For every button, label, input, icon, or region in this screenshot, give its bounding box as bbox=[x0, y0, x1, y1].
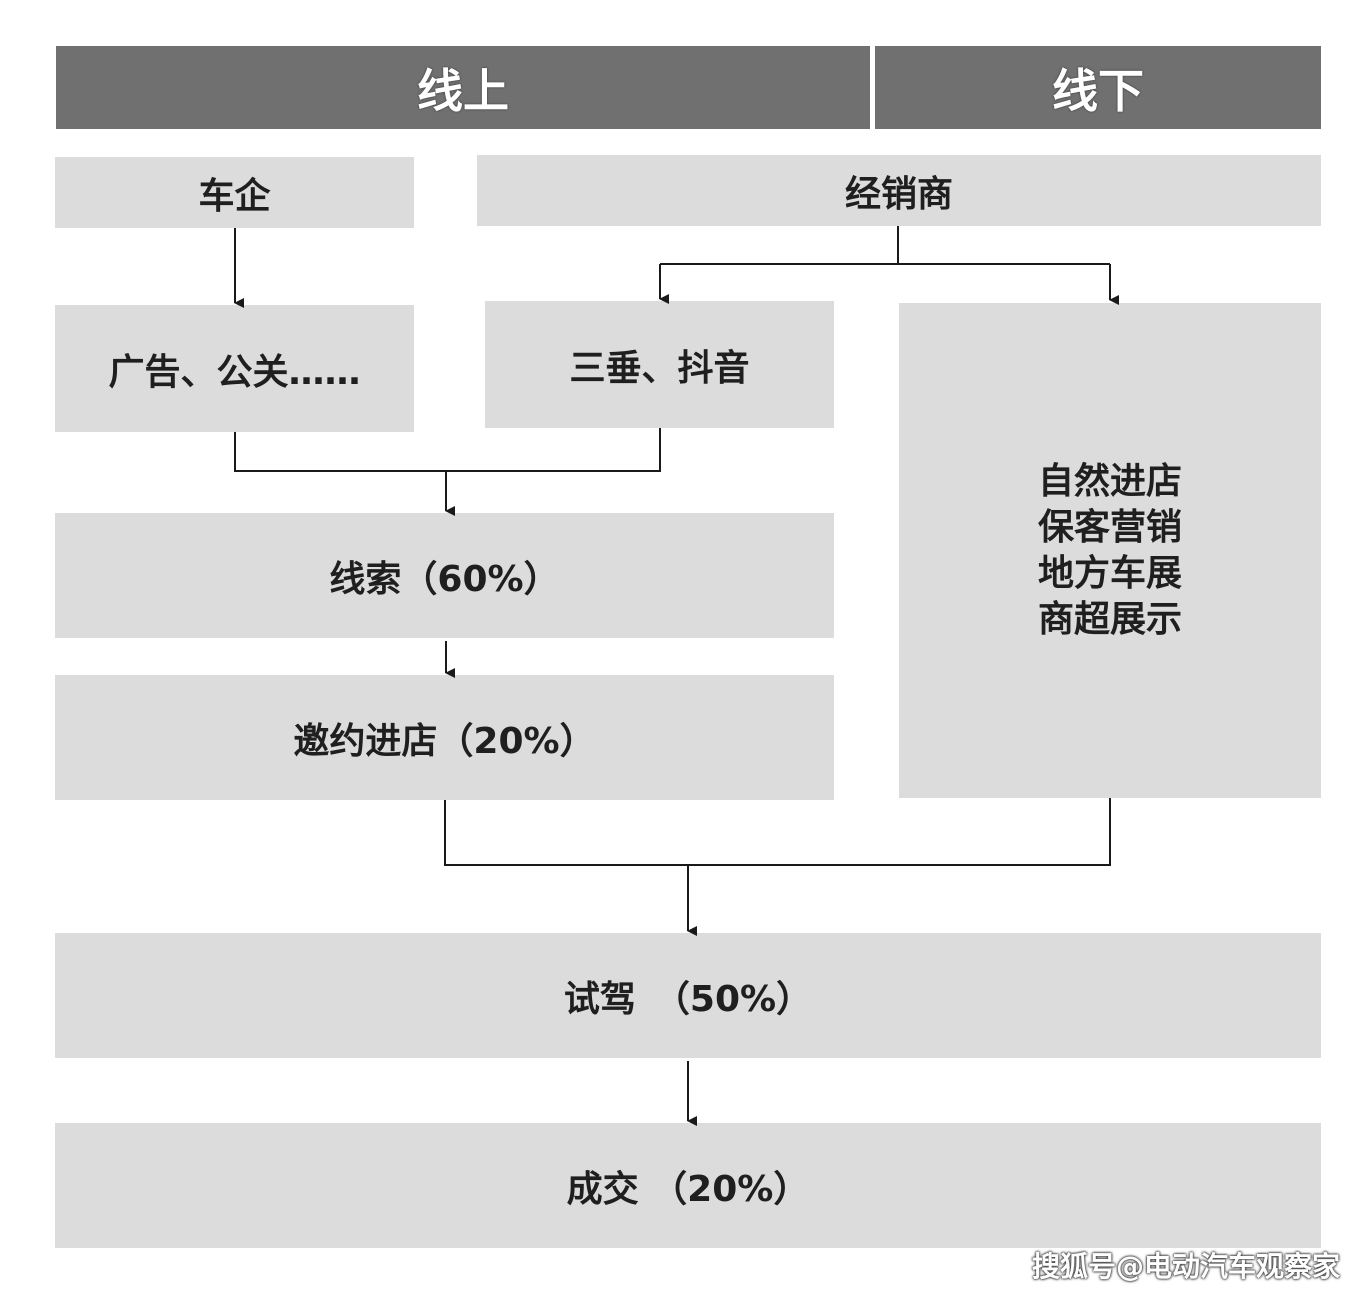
leads-box: 线索（60%） bbox=[55, 513, 834, 638]
offline-channels-box: 自然进店 保客营销 地方车展 商超展示 bbox=[899, 303, 1321, 798]
verticals-douyin-box: 三垂、抖音 bbox=[485, 301, 834, 428]
offline-channel-item: 保客营销 bbox=[1037, 506, 1182, 548]
line-dealer-split-left bbox=[660, 226, 899, 265]
deal-box: 成交 （20%） bbox=[55, 1123, 1321, 1248]
test-drive-box: 试驾 （50%） bbox=[55, 933, 1321, 1058]
automaker-box: 车企 bbox=[55, 157, 414, 228]
offline-channel-item: 商超展示 bbox=[1037, 598, 1182, 640]
header-online: 线上 bbox=[56, 46, 870, 129]
ads-pr-box: 广告、公关…… bbox=[55, 305, 414, 432]
invite-store-box: 邀约进店（20%） bbox=[55, 675, 834, 800]
offline-channel-item: 地方车展 bbox=[1037, 552, 1182, 594]
dealer-box: 经销商 bbox=[477, 155, 1321, 226]
offline-channel-item: 自然进店 bbox=[1037, 460, 1182, 502]
line-merge-to-leads bbox=[234, 428, 661, 472]
watermark: 搜狐号@电动汽车观察家 bbox=[1031, 1250, 1340, 1283]
header-offline: 线下 bbox=[875, 46, 1321, 129]
line-merge-to-test-drive bbox=[444, 798, 1111, 866]
